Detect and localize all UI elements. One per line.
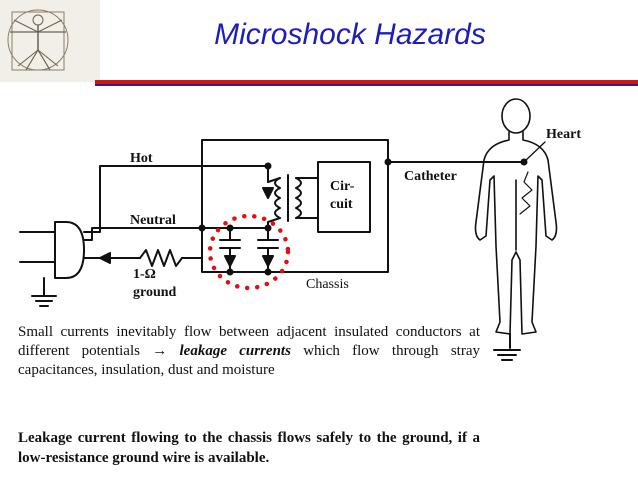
title-rule-red [95,80,638,84]
hot-wire [83,165,269,233]
leakage-explanation: Small currents inevitably flow between a… [18,323,480,380]
circuit-box [295,161,371,233]
circuit-label-top: Cir- [330,179,355,194]
slide-title: Microshock Hazards [214,18,486,51]
resistor-ground-label: ground [133,285,177,300]
ground-wire [83,249,203,267]
hot-label: Hot [130,151,153,166]
human-figure [474,98,558,335]
heart-label: Heart [546,127,581,142]
neutral-wire [83,227,203,241]
catheter-label: Catheter [404,169,457,184]
leakage-text-b: which flow through stray capacitances, i… [18,343,480,378]
stray-capacitors [219,227,279,273]
ground-explanation: Leakage current flowing to the chassis f… [18,430,480,466]
chassis-label: Chassis [306,277,349,292]
title-rule-blue [95,84,638,86]
power-plug [19,221,85,307]
arrow-glyph: → [152,343,168,359]
leakage-text-a: Small currents inevitably flow between a… [18,324,480,359]
body-ground [493,333,521,361]
resistor-value-label: 1-Ω [133,267,156,282]
vitruvian-logo [0,0,100,82]
leakage-highlight [207,213,291,291]
leakage-currents-term: leakage currents [167,343,291,359]
transformer [201,165,302,229]
circuit-label-bottom: cuit [330,197,353,212]
neutral-label: Neutral [130,213,176,228]
